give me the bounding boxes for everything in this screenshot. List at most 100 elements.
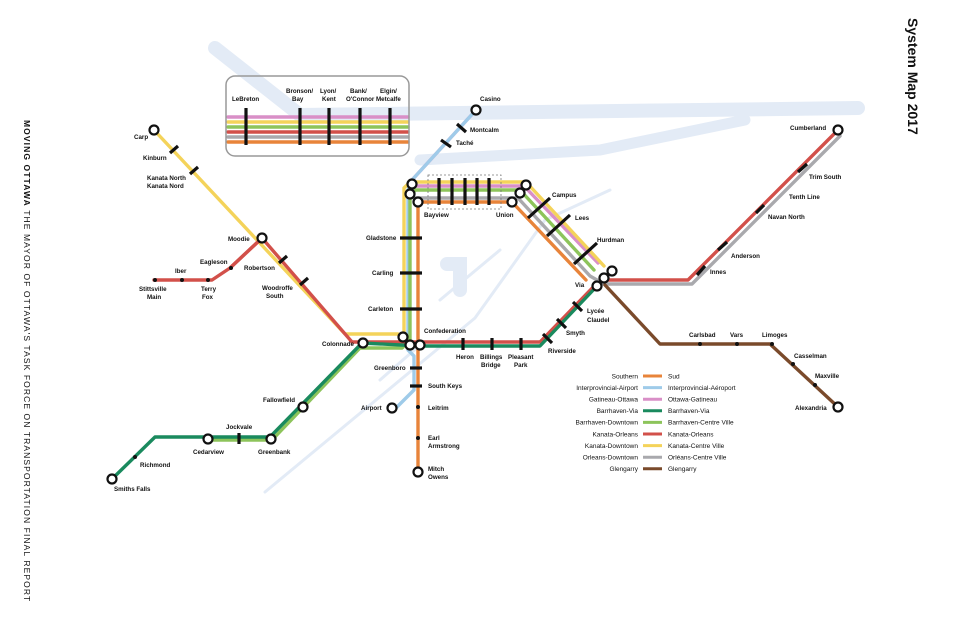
station-dots (133, 266, 817, 459)
station-label: Iber (175, 268, 187, 275)
station-label: Gladstone (366, 235, 397, 242)
station-label: Lees (575, 215, 590, 222)
legend-label-fr: Ottawa-Gatineau (668, 397, 718, 404)
legend-label-en: Gatineau-Ottawa (589, 397, 639, 404)
station-label: Taché (456, 140, 474, 147)
station-labels: Casino Montcalm Taché LeBreton Bronson/ … (114, 88, 842, 493)
legend-label-fr: Orléans-Centre Ville (668, 455, 727, 462)
station-label: Vars (730, 332, 744, 339)
station-ticks (168, 108, 809, 444)
legend-label-en: Glengarry (609, 466, 638, 473)
station-label: Claudel (587, 317, 610, 324)
station-label: Smyth (566, 330, 585, 337)
station-label: Robertson (244, 265, 275, 272)
station-label: O'Connor (346, 96, 375, 103)
line-kanata-downtown[interactable] (152, 128, 606, 342)
station-label: Confederation (424, 328, 466, 335)
station-label: Heron (456, 354, 474, 361)
station-label: Park (514, 362, 528, 369)
station-label: Main (147, 294, 161, 301)
legend-label-en: Kanata-Downtown (585, 443, 638, 450)
station-label: Armstrong (428, 443, 460, 450)
station-label: Fox (202, 294, 214, 301)
legend-row: Gatineau-Ottawa Ottawa-Gatineau (589, 397, 718, 404)
legend-label-fr: Kanata-Orleans (668, 431, 714, 438)
downtown-tunnel-inset (225, 75, 410, 157)
station-label: Casselman (794, 353, 827, 360)
line-barrhaven-via[interactable] (110, 283, 600, 481)
station-label: Mitch (428, 466, 444, 473)
legend-label-fr: Kanata-Centre Ville (668, 443, 725, 450)
station-label: Earl (428, 435, 440, 442)
station-label: Owens (428, 474, 449, 481)
station-label: Jockvale (226, 424, 253, 431)
legend-label-en: Barrhaven-Downtown (575, 420, 638, 427)
legend-row: Kanata-Orleans Kanata-Orleans (592, 431, 714, 438)
station-label: Hurdman (597, 237, 624, 244)
legend-label-en: Barrhaven-Via (597, 408, 639, 415)
legend-label-en: Orleans-Downtown (583, 455, 639, 462)
legend-label-fr: Barrhaven-Centre Ville (668, 420, 734, 427)
station-label: Carlsbad (689, 332, 716, 339)
station-label: Colonnade (322, 341, 355, 348)
station-label: Bronson/ (286, 88, 313, 95)
line-glengarry[interactable] (603, 283, 840, 409)
station-label: Cedarview (193, 449, 224, 456)
station-label: Via (575, 282, 585, 289)
station-label: Campus (552, 192, 577, 199)
station-label: Kanata North (147, 175, 186, 182)
station-label: Billings (480, 354, 503, 361)
station-label: Montcalm (470, 127, 499, 134)
station-label: Carleton (368, 306, 393, 313)
station-label: Richmond (140, 462, 170, 469)
legend-label-fr: Glengarry (668, 466, 697, 473)
station-label: Riverside (548, 348, 576, 355)
station-label: Kent (322, 96, 336, 103)
station-label: Lycée (587, 308, 605, 315)
station-label: Alexandria (795, 405, 827, 412)
station-label: Carp (134, 134, 148, 141)
legend-label-fr: Sud (668, 373, 680, 380)
station-label: Pleasant (508, 354, 533, 361)
downtown-tunnel-inset-lines (226, 115, 410, 144)
station-label: Leitrim (428, 405, 449, 412)
legend-label-en: Interprovincial-Airport (576, 385, 638, 392)
legend-label-en: Kanata-Orleans (592, 431, 638, 438)
station-label: Terry (201, 286, 217, 293)
interchange-stations[interactable] (106, 104, 844, 485)
station-label: Kinburn (143, 155, 167, 162)
station-label: Moodie (228, 236, 250, 243)
station-label: Kanata Nord (147, 183, 184, 190)
station-label: Cumberland (790, 125, 826, 132)
station-label: Woodroffe (262, 285, 293, 292)
station-label: Stittsville (139, 286, 167, 293)
legend-label-fr: Barrhaven-Via (668, 408, 710, 415)
legend-row: Barrhaven-Via Barrhaven-Via (597, 408, 710, 415)
station-label: Greenboro (374, 365, 406, 372)
station-label: Elgin/ (380, 88, 397, 95)
station-label: Bay (292, 96, 304, 103)
line-kanata-orleans[interactable] (152, 128, 840, 344)
station-label: Innes (710, 269, 727, 276)
station-label: Lyon/ (320, 88, 337, 95)
station-label: Airport (361, 405, 382, 412)
station-label: Eagleson (200, 259, 228, 266)
station-label: Bridge (481, 362, 501, 369)
legend-row: Interprovincial-Airport Interprovincial-A… (576, 385, 736, 392)
background-roads (208, 41, 865, 494)
station-label: Limoges (762, 332, 788, 339)
station-label: Anderson (731, 253, 760, 260)
legend-label-fr: Interprovincial-Aéroport (668, 385, 736, 392)
station-label: South (266, 293, 284, 300)
station-label: Fallowfield (263, 397, 295, 404)
station-label: Casino (480, 96, 501, 103)
legend-row: Kanata-Downtown Kanata-Centre Ville (585, 443, 725, 450)
station-label: Tenth Line (789, 194, 820, 201)
legend-row: Glengarry Glengarry (609, 466, 697, 473)
legend-row: Barrhaven-Downtown Barrhaven-Centre Ville (575, 420, 734, 427)
station-label: Trim South (809, 174, 842, 181)
station-label: Union (496, 212, 514, 219)
downtown-tunnel-marker (427, 174, 502, 210)
